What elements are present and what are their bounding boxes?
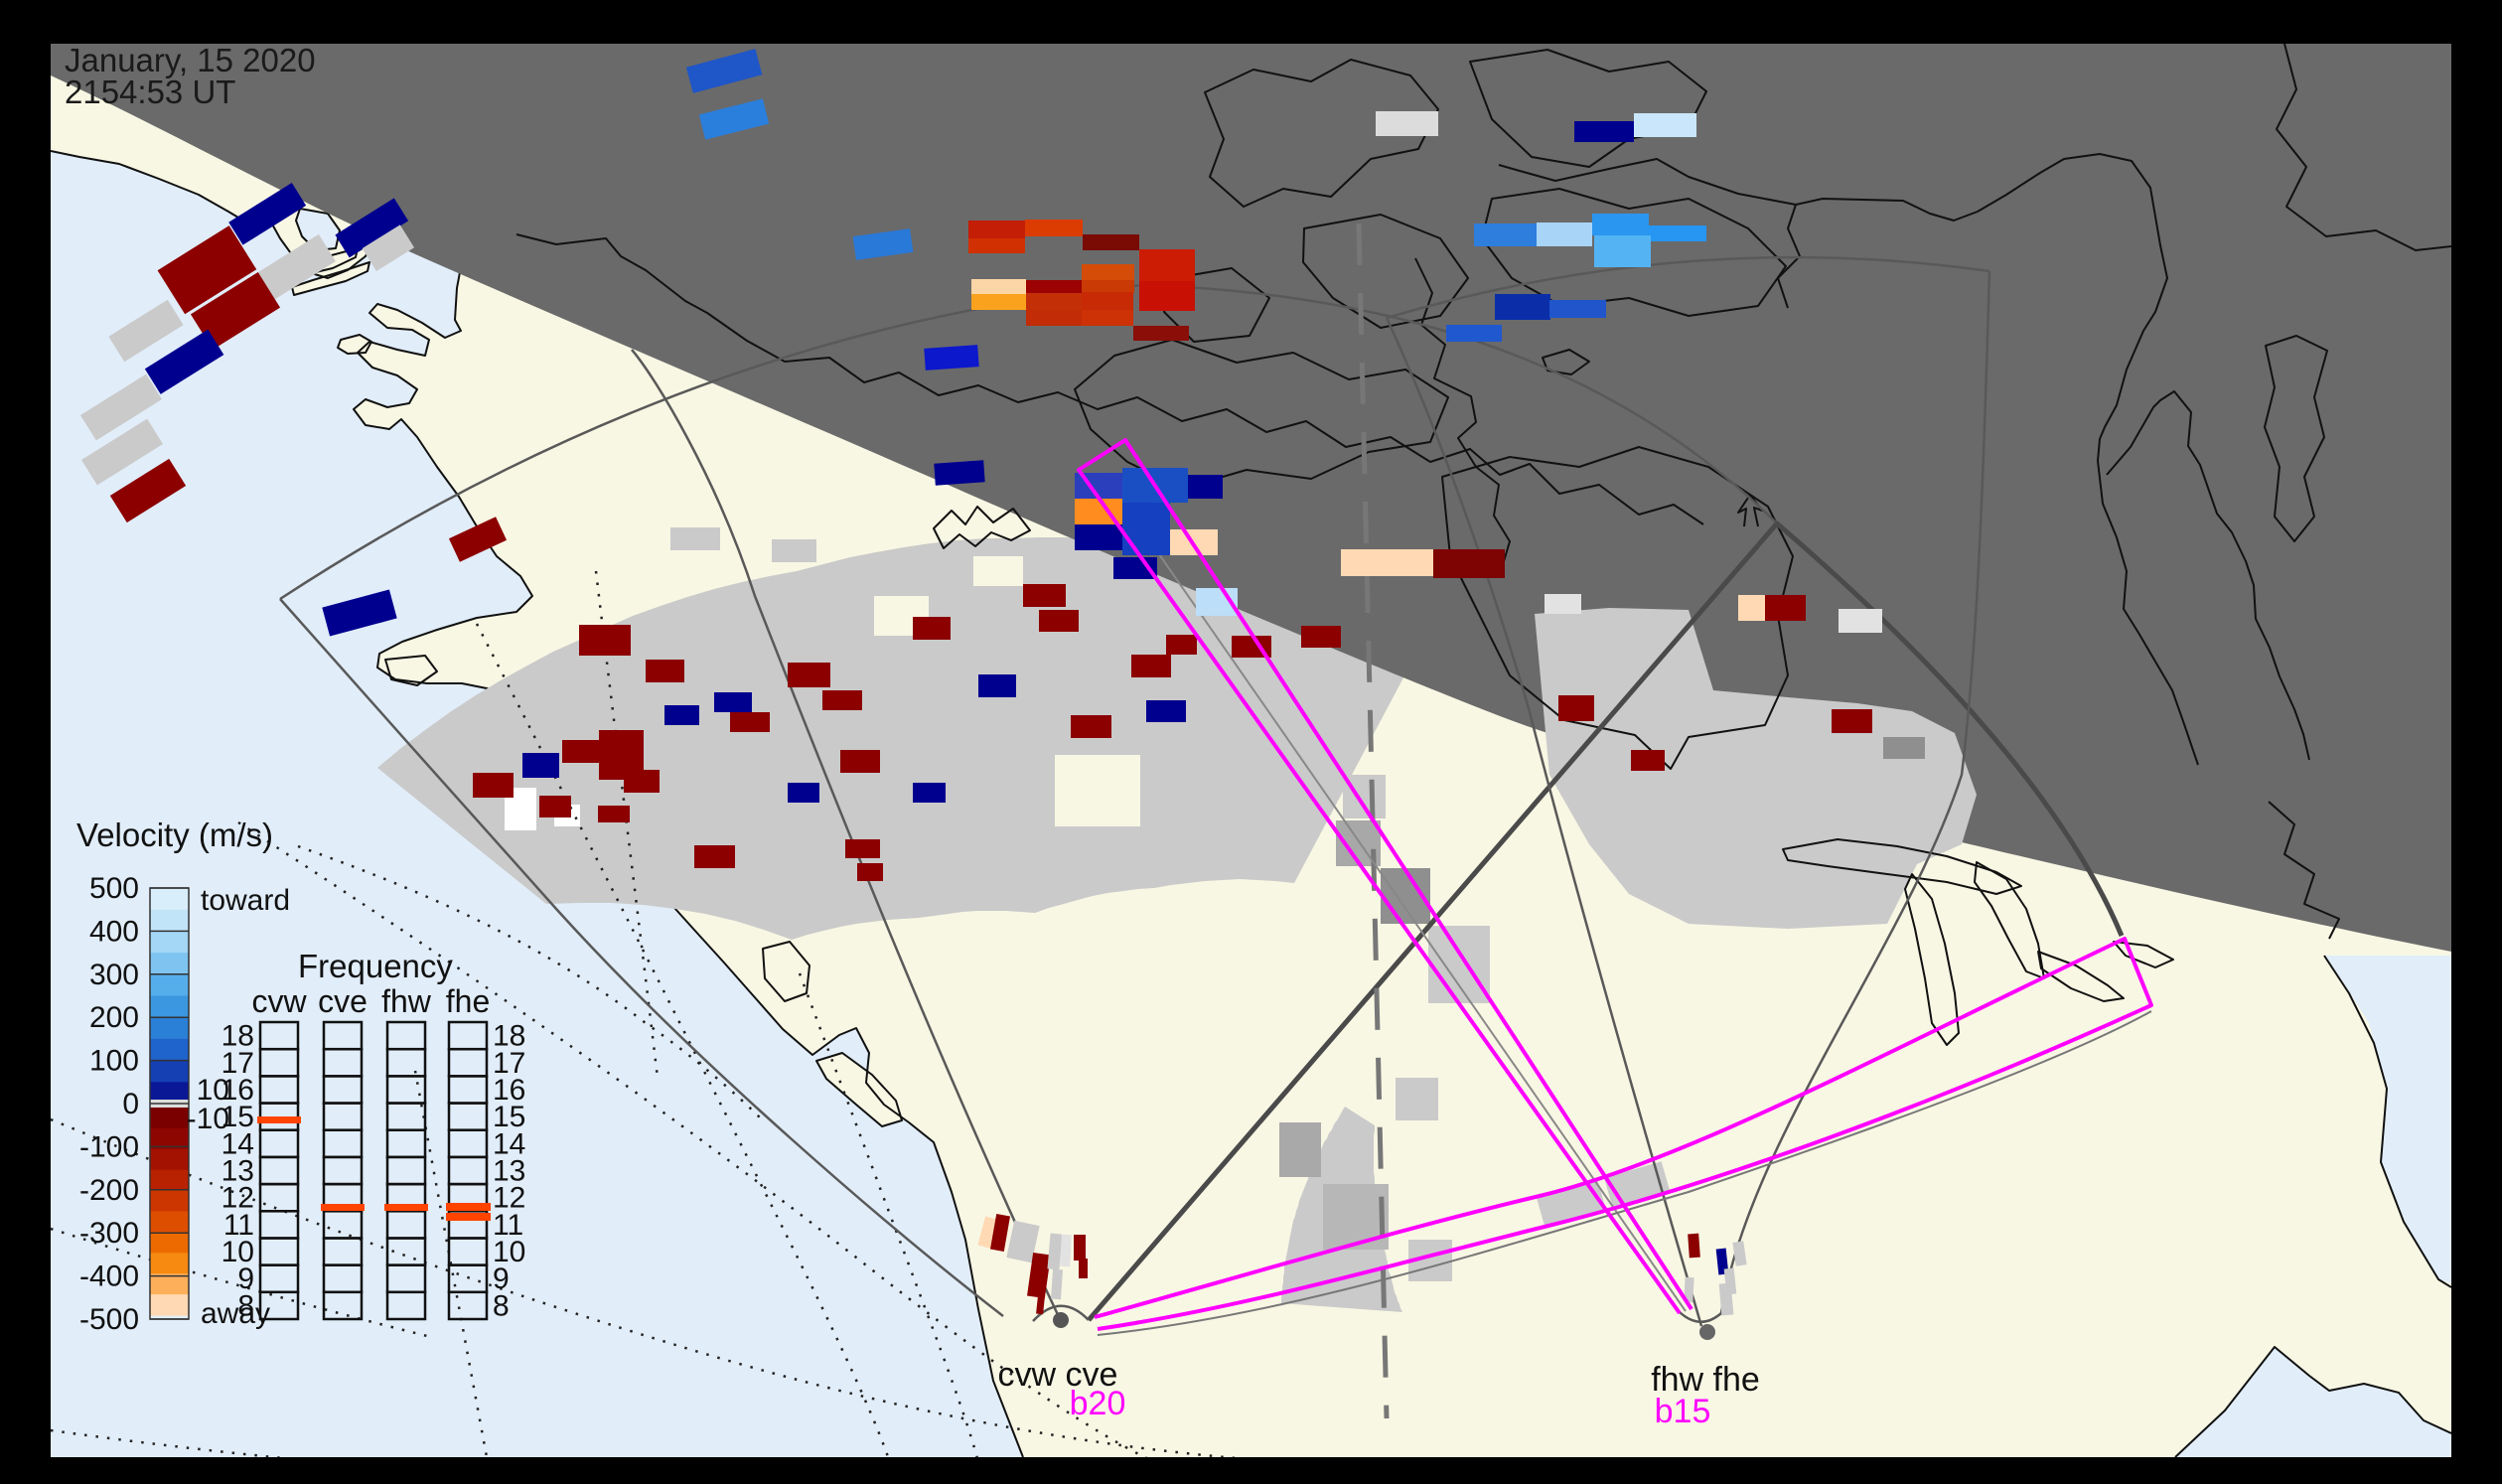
svg-text:January, 15 2020: January, 15 2020	[65, 42, 316, 78]
svg-text:fhe: fhe	[446, 983, 490, 1019]
svg-text:10: 10	[221, 1236, 254, 1268]
svg-text:2154:53 UT: 2154:53 UT	[65, 74, 235, 110]
svg-text:Velocity (m/s): Velocity (m/s)	[76, 816, 273, 853]
svg-text:fhw fhe: fhw fhe	[1651, 1361, 1760, 1399]
svg-text:fhw: fhw	[381, 983, 432, 1019]
svg-text:-500: -500	[79, 1303, 139, 1336]
svg-text:14: 14	[493, 1127, 525, 1160]
svg-text:cvw: cvw	[251, 983, 307, 1019]
svg-text:Frequency: Frequency	[298, 948, 453, 984]
svg-text:12: 12	[221, 1182, 254, 1215]
svg-text:18: 18	[221, 1020, 254, 1053]
svg-text:9: 9	[493, 1262, 510, 1295]
svg-text:13: 13	[221, 1155, 254, 1188]
svg-text:10: 10	[493, 1236, 525, 1268]
svg-text:500: 500	[89, 872, 139, 905]
svg-text:-100: -100	[79, 1130, 139, 1163]
svg-text:18: 18	[493, 1020, 525, 1053]
svg-text:11: 11	[493, 1209, 523, 1242]
svg-text:cvw cve: cvw cve	[998, 1356, 1118, 1394]
svg-text:15: 15	[221, 1101, 254, 1133]
svg-text:-400: -400	[79, 1261, 139, 1293]
svg-text:-10: -10	[187, 1103, 229, 1135]
svg-text:8: 8	[237, 1289, 254, 1322]
svg-text:16: 16	[221, 1074, 254, 1107]
svg-text:11: 11	[223, 1209, 254, 1242]
svg-text:cve: cve	[318, 983, 368, 1019]
svg-text:away: away	[201, 1297, 270, 1330]
svg-text:13: 13	[493, 1155, 525, 1188]
svg-text:b15: b15	[1655, 1393, 1711, 1430]
svg-text:200: 200	[89, 1001, 139, 1034]
svg-text:toward: toward	[201, 884, 290, 917]
svg-text:17: 17	[221, 1047, 254, 1080]
svg-text:17: 17	[493, 1047, 525, 1080]
svg-text:400: 400	[89, 915, 139, 948]
svg-text:0: 0	[122, 1088, 139, 1120]
svg-text:15: 15	[493, 1101, 525, 1133]
svg-text:300: 300	[89, 959, 139, 991]
svg-text:9: 9	[237, 1262, 254, 1295]
svg-text:14: 14	[221, 1127, 254, 1160]
svg-text:100: 100	[89, 1045, 139, 1078]
svg-text:10: 10	[197, 1074, 229, 1107]
svg-text:-300: -300	[79, 1217, 139, 1250]
svg-text:-200: -200	[79, 1174, 139, 1207]
svg-text:b20: b20	[1070, 1385, 1126, 1422]
svg-text:16: 16	[493, 1074, 525, 1107]
svg-text:8: 8	[493, 1289, 510, 1322]
svg-text:12: 12	[493, 1182, 525, 1215]
